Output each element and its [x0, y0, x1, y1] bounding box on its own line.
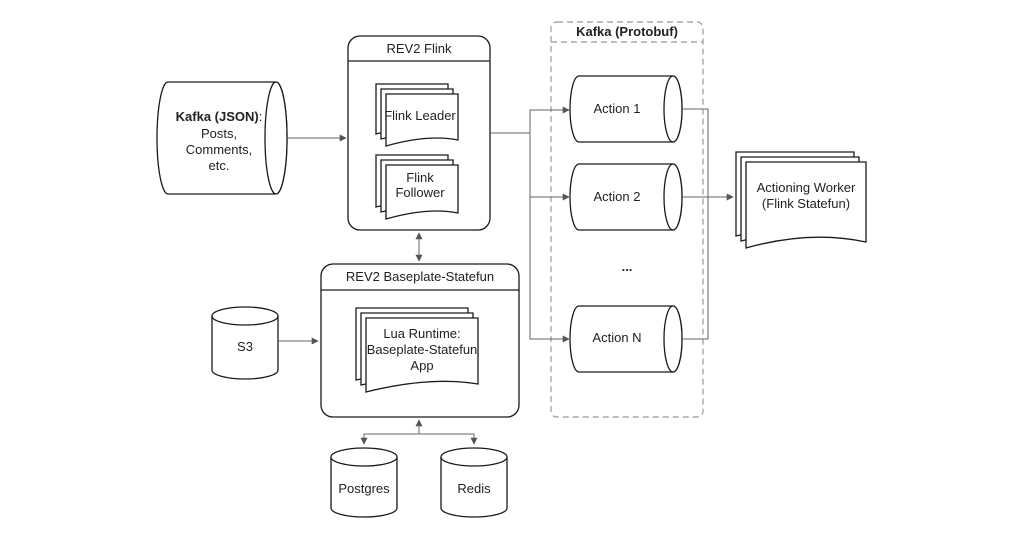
lua-runtime-label-line2: Baseplate-Statefun — [367, 342, 478, 357]
s3-label: S3 — [237, 339, 253, 354]
postgres-store: Postgres — [330, 447, 398, 518]
kafka-json-title: Kafka (JSON): — [176, 109, 263, 124]
actioning-worker-node: Actioning Worker (Flink Statefun) — [735, 151, 867, 249]
kafka-protobuf-group: Kafka (Protobuf) — [550, 21, 704, 418]
action-2-label: Action 2 — [594, 189, 641, 204]
action-n-topic: Action N — [569, 305, 683, 373]
lua-runtime-node: Lua Runtime: Baseplate-Statefun App — [355, 307, 479, 393]
redis-label: Redis — [457, 481, 491, 496]
action-n-label: Action N — [592, 330, 641, 345]
flink-to-action-n-arrow — [529, 197, 570, 343]
flink-follower-node: Flink Follower — [375, 154, 459, 220]
rev2-flink-title: REV2 Flink — [386, 41, 452, 56]
kafka-json-line-posts: Posts, — [201, 126, 237, 141]
actions-ellipsis: ... — [622, 259, 633, 274]
action-1-to-worker-line — [682, 108, 709, 197]
s3-store: S3 — [211, 306, 279, 380]
actioning-worker-label-line2: (Flink Statefun) — [762, 196, 850, 211]
lua-runtime-label-line1: Lua Runtime: — [383, 326, 460, 341]
flink-follower-label-line1: Flink — [406, 170, 434, 185]
kafka-json-line-comments: Comments, — [186, 142, 252, 157]
connectors — [279, 106, 734, 445]
actioning-worker-label-line1: Actioning Worker — [757, 180, 856, 195]
lua-runtime-label-line3: App — [410, 358, 433, 373]
postgres-label: Postgres — [338, 481, 390, 496]
kafka-protobuf-title: Kafka (Protobuf) — [576, 24, 678, 39]
flink-to-action-1-arrow — [490, 106, 570, 134]
flink-leader-node: Flink Leader — [375, 83, 459, 147]
redis-store: Redis — [440, 447, 508, 518]
baseplate-statefun-title: REV2 Baseplate-Statefun — [346, 269, 494, 284]
kafka-json-line-etc: etc. — [209, 158, 230, 173]
action-n-to-worker-line — [682, 197, 709, 340]
action-1-topic: Action 1 — [569, 75, 683, 143]
action-1-label: Action 1 — [594, 101, 641, 116]
flink-to-action-2-arrow — [529, 133, 570, 201]
kafka-json-topic: Kafka (JSON): Posts, Comments, etc. — [156, 81, 288, 195]
postgres-redis-connector — [360, 433, 478, 445]
flink-leader-label: Flink Leader — [384, 108, 456, 123]
flink-follower-label-line2: Follower — [395, 185, 445, 200]
action-2-topic: Action 2 — [569, 163, 683, 231]
